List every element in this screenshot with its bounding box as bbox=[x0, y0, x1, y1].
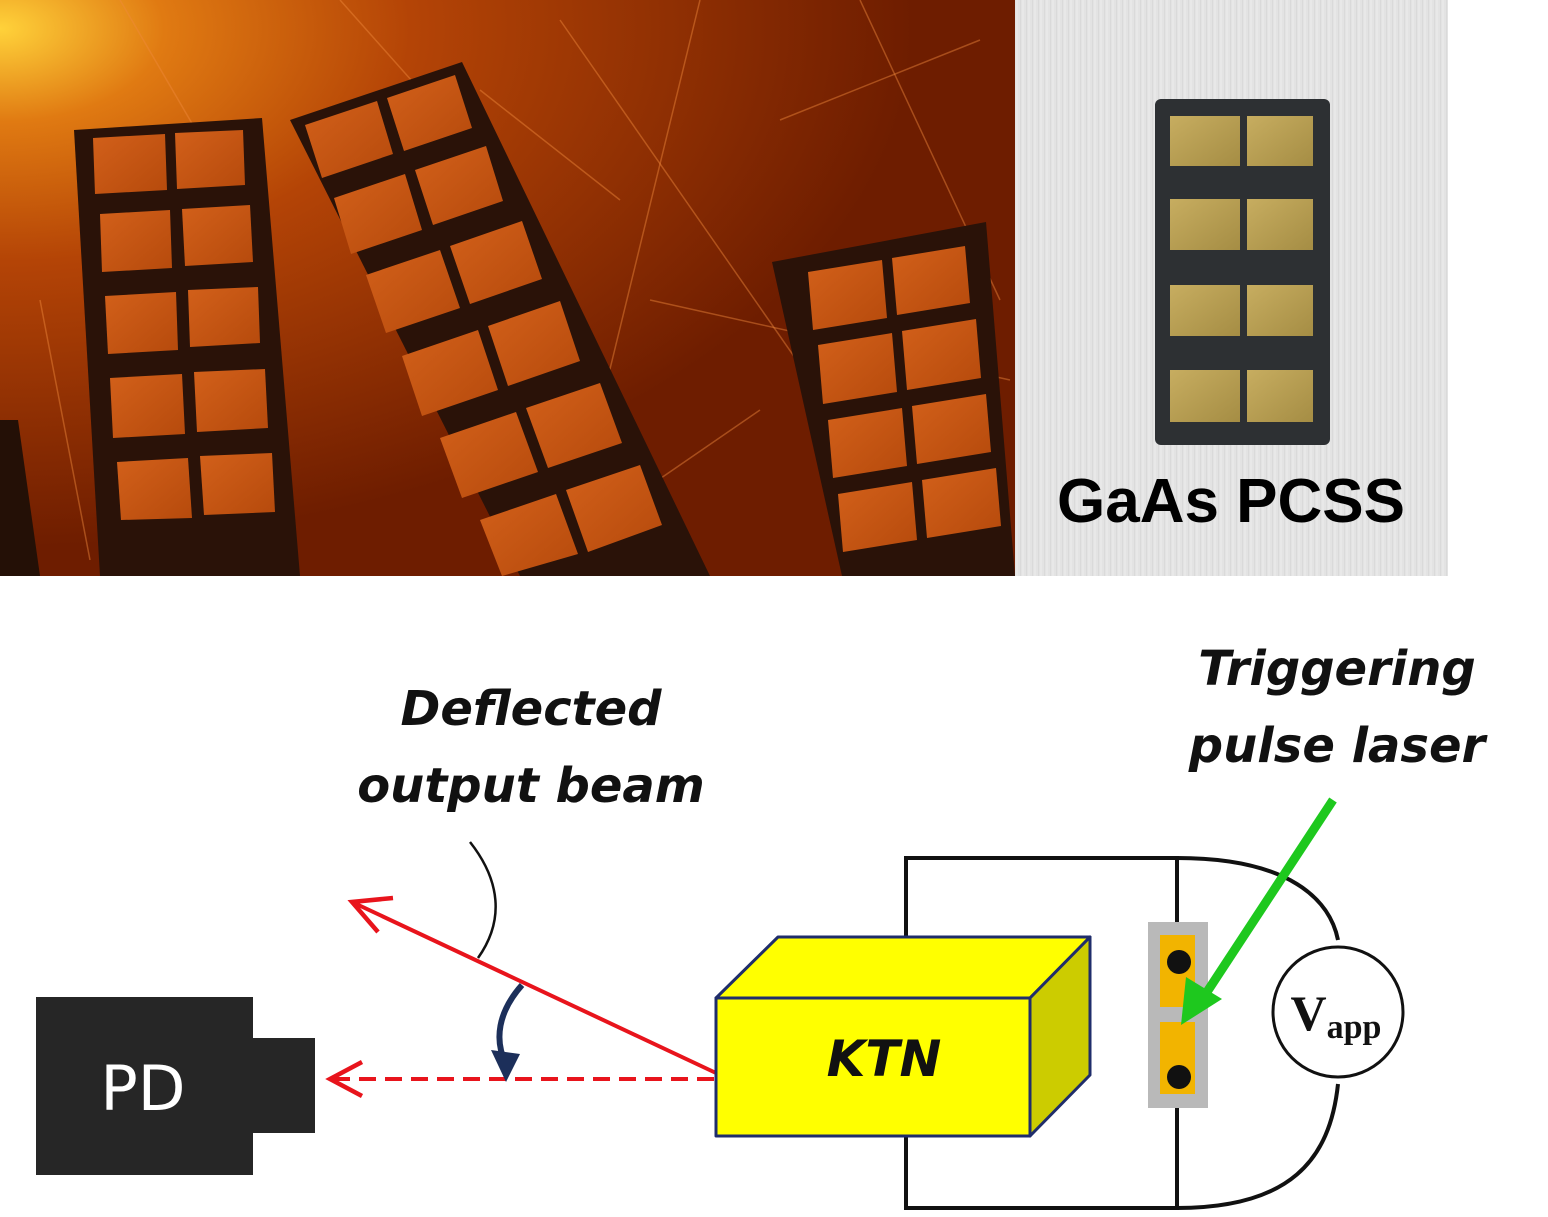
chip-3 bbox=[772, 222, 1015, 576]
trigger-label-line1: Triggering bbox=[1198, 641, 1476, 697]
label-pointer bbox=[469, 841, 497, 959]
deflected-label-line1: Deflected bbox=[400, 681, 662, 737]
photodetector-label: PD bbox=[100, 1052, 185, 1125]
gaas-chip-photo: GaAs PCSS bbox=[1015, 0, 1448, 576]
circuit-wires bbox=[904, 856, 1340, 1210]
ktn-crystal: KTN bbox=[714, 935, 1092, 1138]
illuminated-chips-photo bbox=[0, 0, 1015, 576]
photodetector: PD bbox=[36, 997, 315, 1175]
chip-2 bbox=[290, 62, 710, 576]
ktn-label: KTN bbox=[827, 1030, 942, 1088]
chip-1 bbox=[74, 118, 300, 576]
undeflected-beam bbox=[325, 1060, 714, 1098]
trigger-label-line2: pulse laser bbox=[1188, 718, 1489, 774]
voltage-sub: app bbox=[1327, 1009, 1382, 1046]
deflection-angle-arrow bbox=[491, 983, 525, 1082]
voltage-source: Vapp bbox=[1271, 945, 1405, 1079]
schematic: PD Deflected output beam Triggering puls… bbox=[36, 641, 1489, 1210]
deflected-beam bbox=[347, 895, 717, 1075]
pcss-switch bbox=[1148, 922, 1208, 1108]
voltage-label: Vapp bbox=[1291, 985, 1382, 1046]
trigger-laser-arrow bbox=[1181, 797, 1337, 1025]
deflected-label-line2: output beam bbox=[357, 758, 705, 814]
voltage-main: V bbox=[1291, 985, 1327, 1041]
photo-label: GaAs PCSS bbox=[1057, 467, 1405, 536]
